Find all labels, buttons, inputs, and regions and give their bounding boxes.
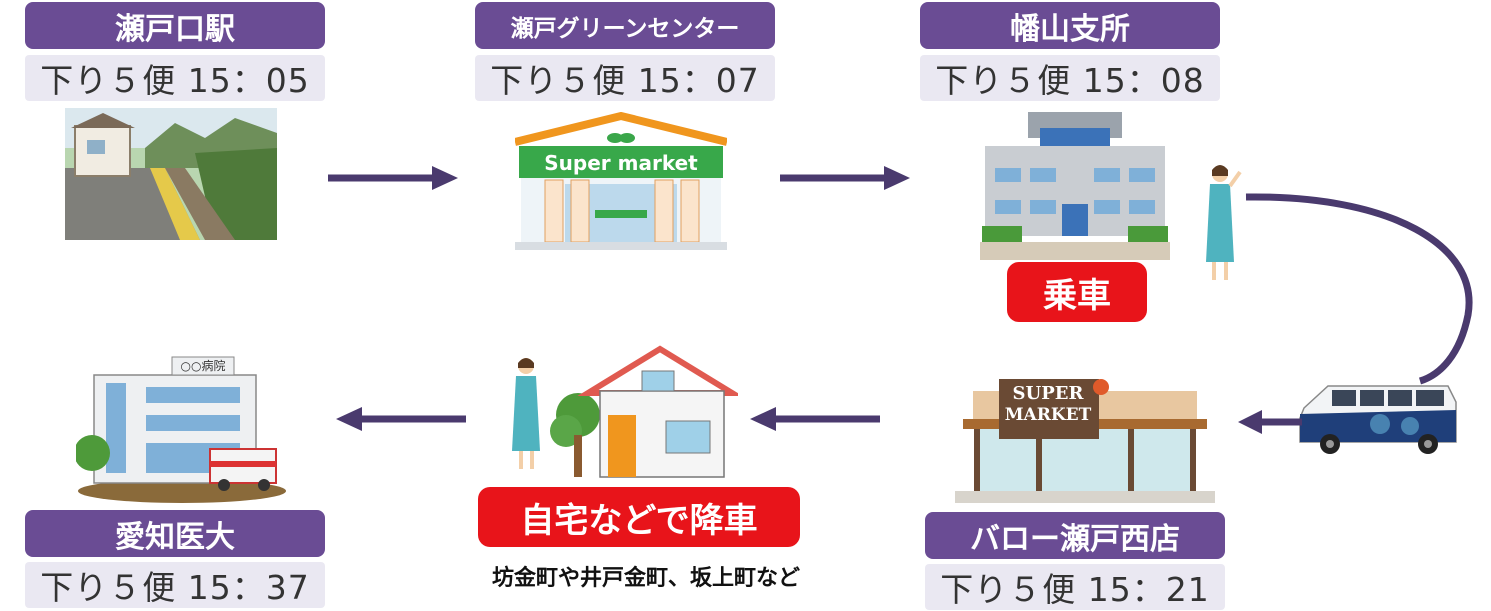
passenger-woman-icon xyxy=(1198,162,1246,287)
stop-time-setoguchi: 下り５便 15：05 xyxy=(25,55,325,101)
super-sign-line1: SUPER xyxy=(1012,383,1084,404)
green-center-supermarket-illustration xyxy=(515,112,727,250)
home-house-illustration xyxy=(548,345,738,480)
arrow-home-to-hospital xyxy=(336,407,466,431)
valor-supermarket-illustration xyxy=(955,373,1215,503)
hospital-sign-text: ○○病院 xyxy=(180,359,226,373)
stop-name-hatayama: 幡山支所 xyxy=(920,2,1220,49)
arrow-valor-to-home xyxy=(750,407,880,431)
board-badge: 乗車 xyxy=(1007,262,1147,322)
stop-time-aichi-medical: 下り５便 15：37 xyxy=(25,562,325,608)
resident-woman-icon xyxy=(510,355,546,473)
community-bus-illustration xyxy=(1298,378,1458,456)
alight-areas-note: 坊金町や井戸金町、坂上町など xyxy=(491,566,800,591)
super-sign-line2: MARKET xyxy=(1004,405,1092,425)
arrow-green-center-to-hatayama xyxy=(780,166,910,190)
stop-time-green-center: 下り５便 15：07 xyxy=(475,55,775,101)
stop-name-green-center: 瀬戸グリーンセンター xyxy=(475,2,775,49)
supermarket-sign-text: Super market xyxy=(544,151,698,175)
arrow-bus-to-valor xyxy=(1238,410,1302,434)
arrow-station-to-green-center xyxy=(328,166,458,190)
alight-badge: 自宅などで降車 xyxy=(478,487,800,547)
hospital-illustration xyxy=(76,353,288,503)
office-building-illustration xyxy=(980,108,1170,260)
stop-name-aichi-medical: 愛知医大 xyxy=(25,510,325,557)
stop-name-valor: バロー瀬戸西店 xyxy=(925,512,1225,559)
station-platform-illustration xyxy=(65,108,277,240)
stop-time-valor: 下り５便 15：21 xyxy=(925,564,1225,610)
stop-time-hatayama: 下り５便 15：08 xyxy=(920,55,1220,101)
stop-name-setoguchi: 瀬戸口駅 xyxy=(25,2,325,49)
route-curve-line xyxy=(1245,193,1473,385)
